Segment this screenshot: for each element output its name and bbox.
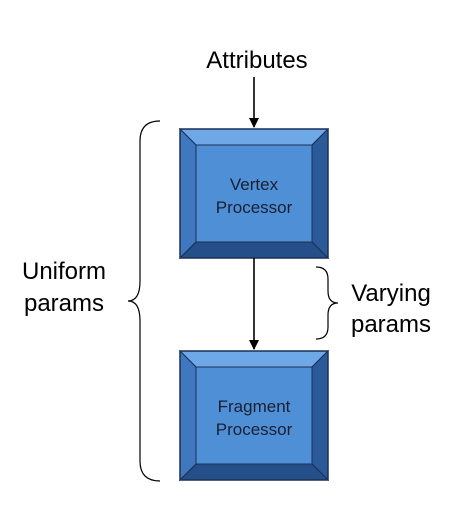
fragment-label-line-2: Processor	[216, 420, 293, 439]
vertex-label-line-2: Processor	[216, 198, 293, 217]
uniform-params-brace	[127, 120, 161, 482]
varying-label-line-2: params	[351, 311, 431, 338]
fragment-processor-box: Fragment Processor	[178, 349, 330, 482]
uniform-label-line-1: Uniform	[22, 258, 106, 285]
varying-params-brace	[315, 266, 339, 340]
varying-label-line-1: Varying	[351, 280, 431, 307]
vertex-processor-box: Vertex Processor	[178, 127, 330, 260]
vertex-label-line-1: Vertex	[230, 175, 279, 194]
fragment-label-line-1: Fragment	[218, 397, 291, 416]
uniform-label-line-2: params	[24, 290, 104, 317]
attributes-label: Attributes	[206, 47, 307, 74]
